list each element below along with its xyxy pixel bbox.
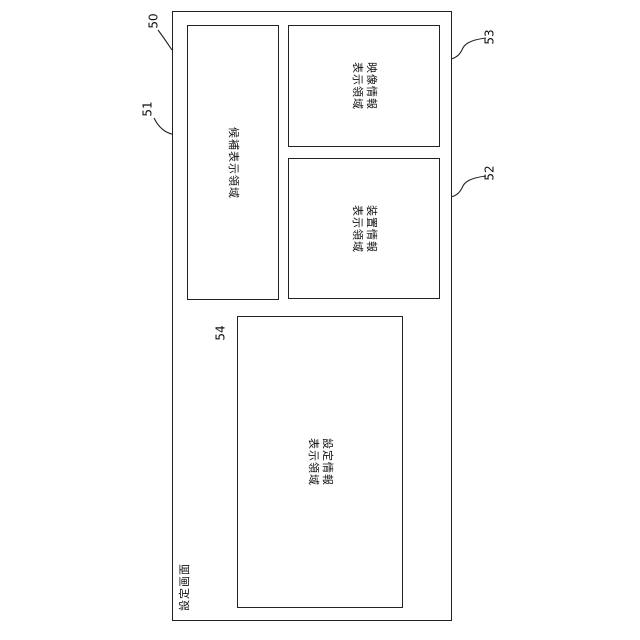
candidate-display-region: 候補表示領域 <box>187 25 279 300</box>
setting-screen-title: 設定画面 <box>176 563 192 611</box>
setting-region-label: 設定情報 表示領域 <box>306 438 334 486</box>
video-region-label: 映像情報 表示領域 <box>350 62 378 110</box>
video-region-label-line1: 映像情報 <box>364 62 378 110</box>
ref-number-52: 52 <box>483 165 497 180</box>
device-region-label-line2: 表示領域 <box>350 205 364 253</box>
candidate-region-label-text: 候補表示領域 <box>226 127 240 199</box>
setting-region-label-line2: 表示領域 <box>306 438 320 486</box>
video-region-label-line2: 表示領域 <box>350 62 364 110</box>
device-info-display-region: 装置情報 表示領域 <box>288 158 440 299</box>
ref-number-54: 54 <box>214 325 228 340</box>
ref-number-50: 50 <box>147 13 161 28</box>
leader-50 <box>158 30 172 50</box>
candidate-region-label: 候補表示領域 <box>226 127 240 199</box>
device-region-label: 装置情報 表示領域 <box>350 205 378 253</box>
ref-number-53: 53 <box>483 29 497 44</box>
device-region-label-line1: 装置情報 <box>364 205 378 253</box>
setting-info-display-region: 設定情報 表示領域 <box>237 316 403 608</box>
setting-region-label-line1: 設定情報 <box>320 438 334 486</box>
video-info-display-region: 映像情報 表示領域 <box>288 25 440 147</box>
ref-number-51: 51 <box>141 101 155 116</box>
